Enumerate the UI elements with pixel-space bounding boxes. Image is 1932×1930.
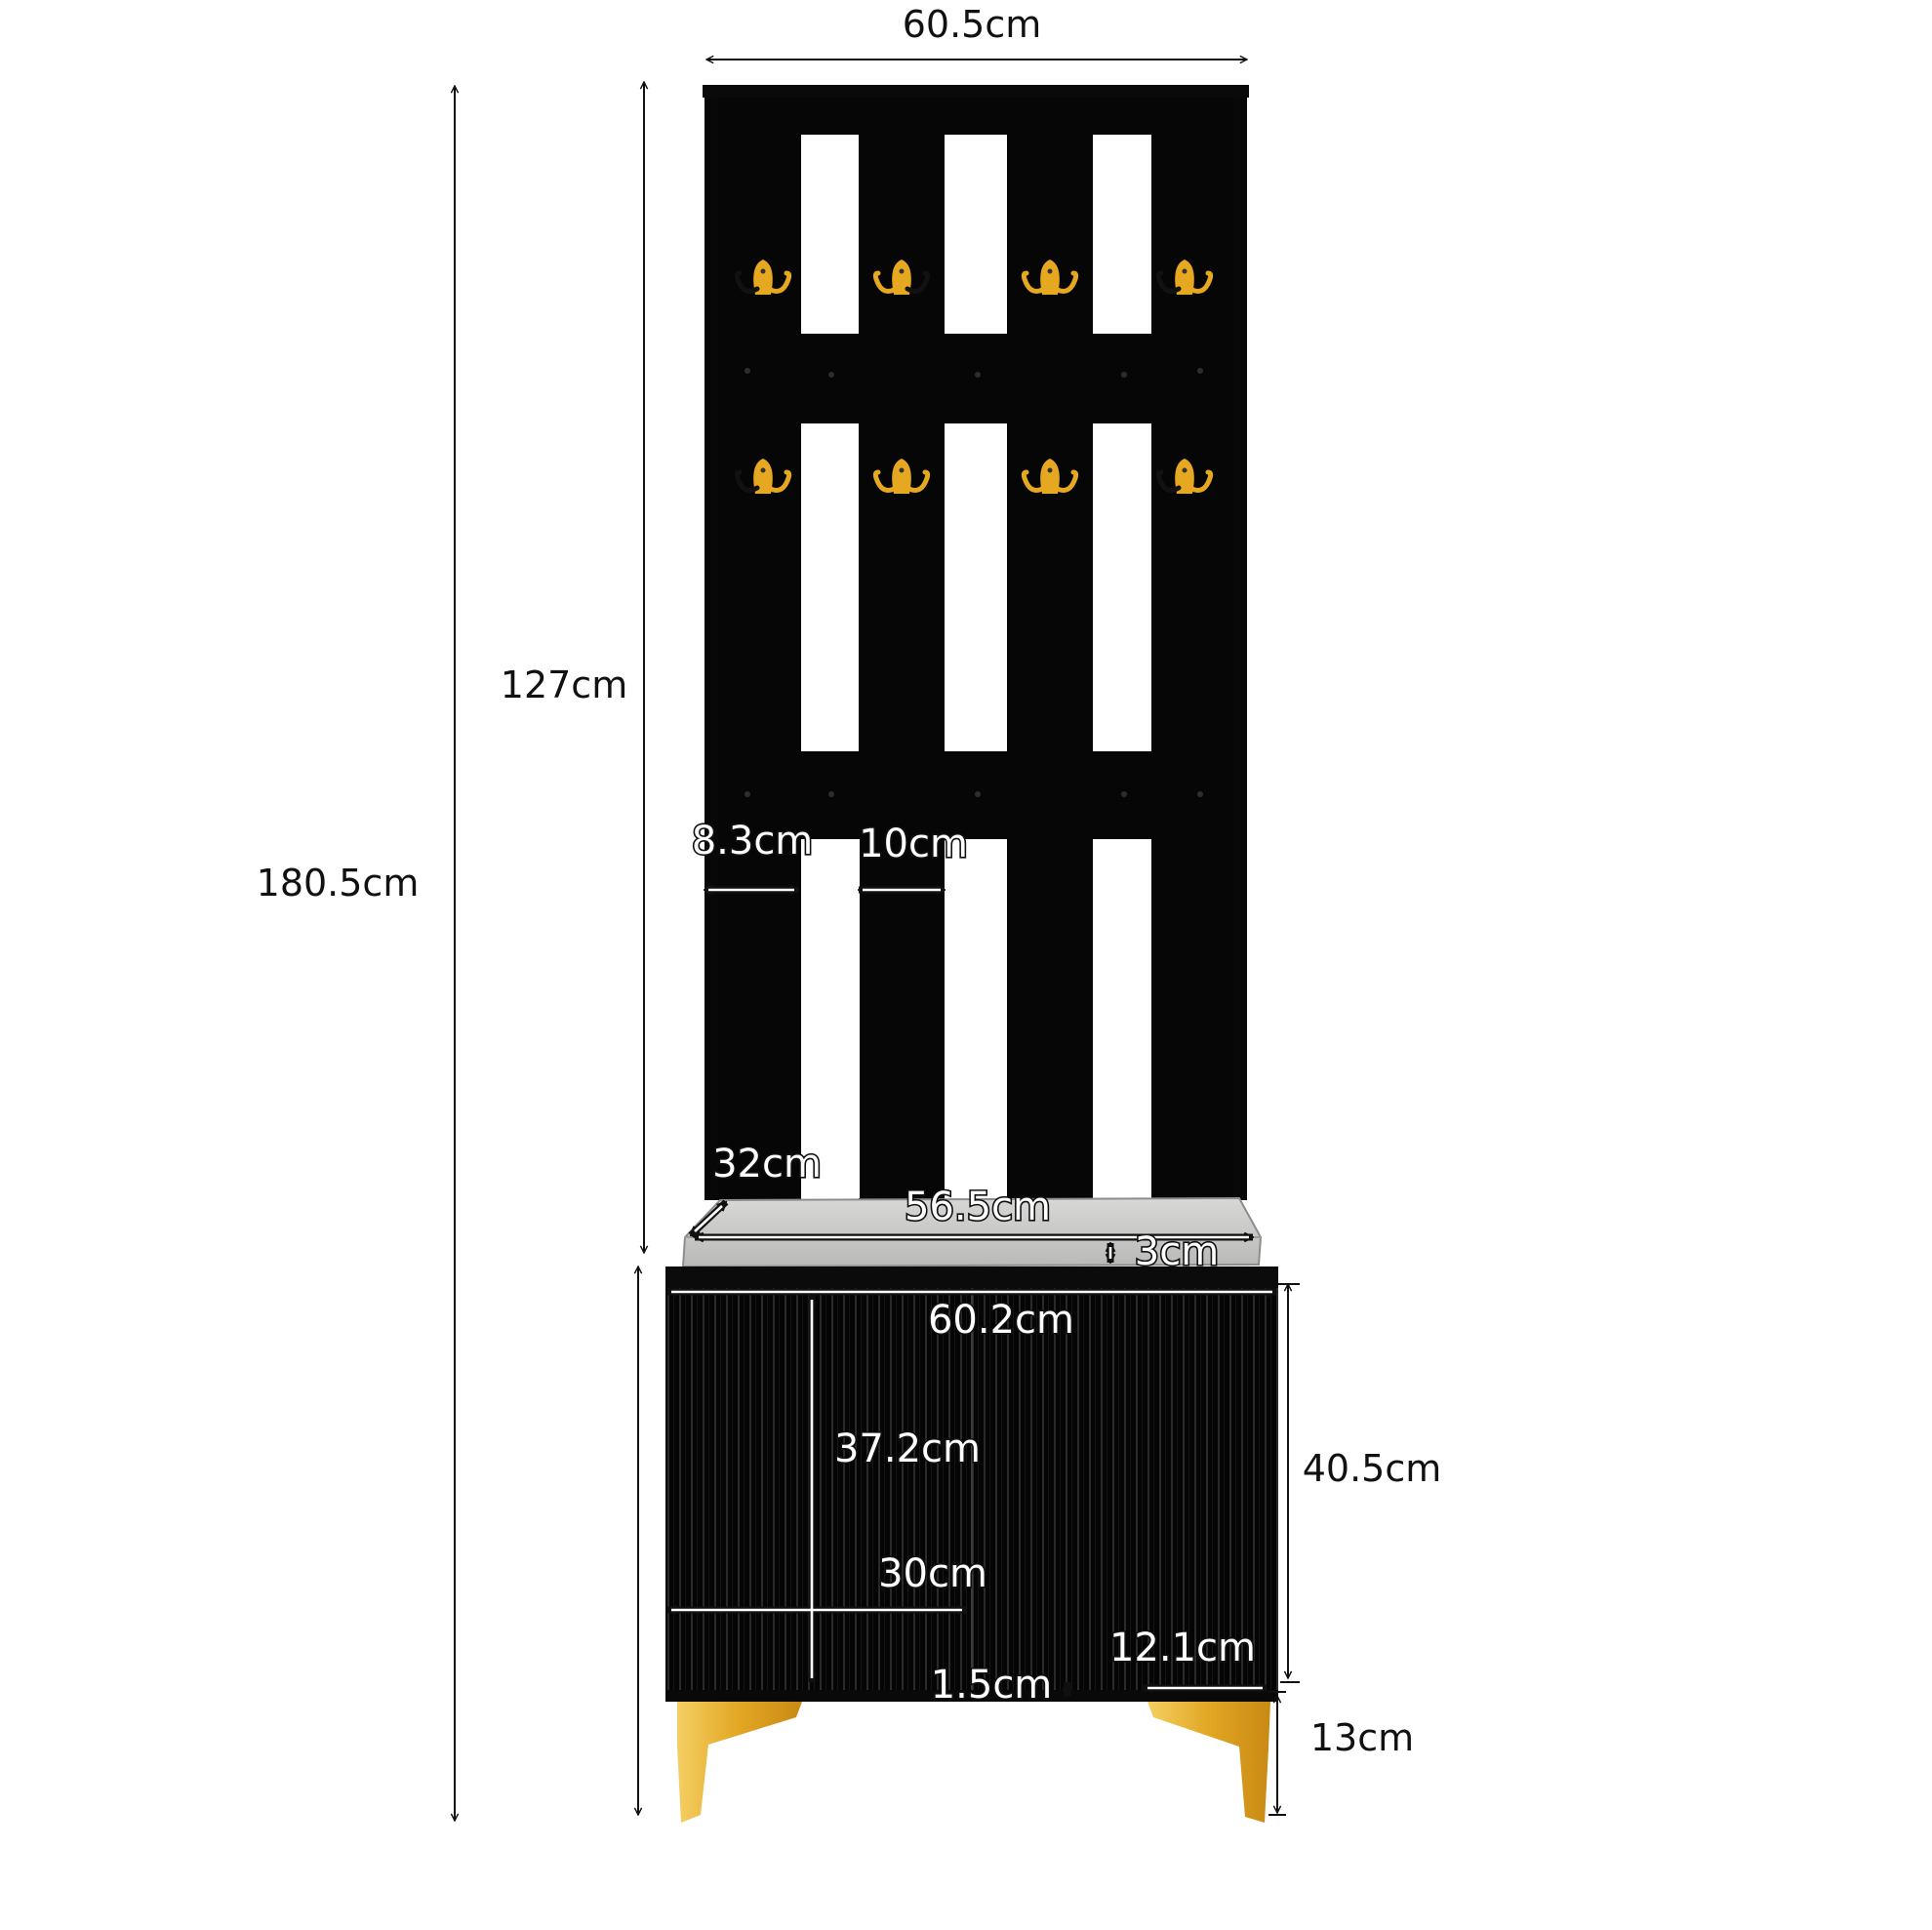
door-gap: [971, 1288, 973, 1690]
cross-rail: [718, 334, 1233, 423]
leg-left: [677, 1702, 802, 1823]
left-side-board: [704, 98, 718, 1200]
label-leg-inset: 12.1cm: [1109, 1626, 1256, 1670]
coat-hook-icon: [734, 459, 792, 494]
label-cabinet-height: 40.5cm: [1303, 1447, 1442, 1490]
coat-hook-icon: [1021, 260, 1079, 295]
label-cushion-thickness: 3cm: [1135, 1229, 1219, 1274]
top-cap: [703, 85, 1249, 98]
label-total-height: 180.5cm: [257, 862, 420, 905]
label-door-width: 30cm: [878, 1551, 987, 1596]
right-side-board: [1233, 98, 1247, 1200]
slat: [1151, 98, 1233, 1200]
top-rail: [718, 98, 1233, 135]
cabinet-top: [665, 1267, 1278, 1288]
shoe-cabinet: [665, 1267, 1278, 1702]
coat-hook-icon: [734, 260, 792, 295]
screw-dots: [745, 368, 1203, 797]
opening: [801, 839, 860, 1198]
opening: [1093, 839, 1151, 1198]
coat-hook-icon: [872, 459, 931, 494]
label-panel-height: 127cm: [501, 663, 627, 706]
label-door-gap: 1.5cm: [931, 1663, 1053, 1708]
dimension-lines: [455, 60, 1300, 1821]
coat-hooks: [734, 260, 1214, 494]
coat-hook-icon: [1021, 459, 1079, 494]
gold-legs: [677, 1702, 1270, 1823]
label-cushion-width: 56.5cm: [905, 1185, 1051, 1229]
label-cabinet-width: 60.2cm: [928, 1298, 1074, 1343]
cabinet-door-left: [665, 1288, 971, 1690]
label-side-gap: 8.3cm: [692, 819, 814, 864]
coat-hook-icon: [1155, 459, 1214, 494]
label-slat-width: 10cm: [859, 822, 968, 866]
label-leg-height: 13cm: [1310, 1716, 1414, 1759]
dimension-lines-inner: [671, 888, 1272, 1690]
cabinet-base: [665, 1690, 1278, 1702]
label-top-width: 60.5cm: [903, 3, 1042, 46]
dim-line-cushion-depth: [694, 1205, 723, 1232]
label-door-height: 37.2cm: [834, 1427, 981, 1471]
wall-panel: [703, 85, 1249, 1200]
coat-hook-icon: [872, 260, 931, 295]
label-cushion-depth: 32cm: [712, 1142, 822, 1186]
leg-right: [1147, 1702, 1270, 1823]
coat-hook-icon: [1155, 260, 1214, 295]
cabinet-door-right: [973, 1288, 1278, 1690]
opening: [945, 839, 1007, 1198]
